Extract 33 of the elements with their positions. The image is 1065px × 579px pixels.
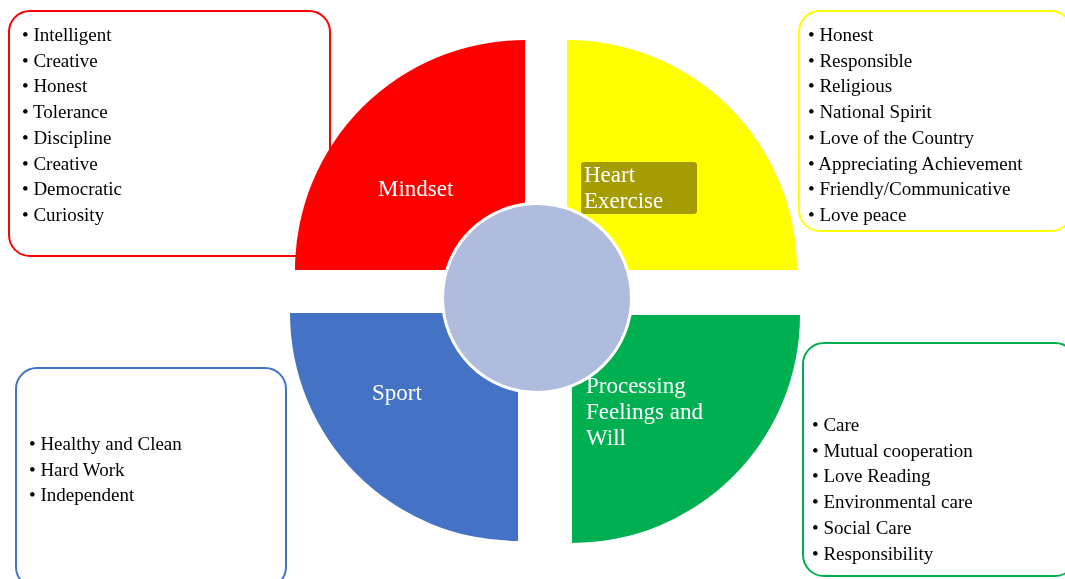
quadrant-label: Sport	[372, 380, 423, 406]
list-box	[15, 367, 287, 579]
bullet-item: • Curiosity	[22, 202, 105, 227]
bullet-item: • Love of the Country	[808, 125, 974, 150]
bullet-item: • Appreciating Achievement	[808, 151, 1023, 176]
list-box	[802, 342, 1065, 577]
bullet-item: • Independent	[29, 483, 135, 508]
bullet-item: • Love Reading	[812, 464, 931, 489]
bullet-item: • Healthy and Clean	[29, 432, 182, 456]
quadrant-label: Processing Feelings and Will	[586, 373, 704, 451]
bullet-item: • Responsibility	[812, 541, 934, 566]
bullet-item: • Friendly/Communicative	[808, 177, 1011, 202]
bullet-item: • Honest	[22, 74, 88, 99]
bullet-item: • Tolerance	[22, 100, 108, 125]
bullet-item: • Discipline	[22, 125, 112, 150]
bullet-item: • Democratic	[22, 177, 123, 202]
bullet-item: • Honest	[808, 23, 874, 47]
bullet-item: • Creative	[22, 48, 98, 73]
quadrant-label: Mindset	[378, 176, 455, 202]
bullet-item: • Care	[812, 413, 860, 437]
bullet-item: • Religious	[808, 74, 893, 99]
bullet-item: • Environmental care	[812, 490, 973, 515]
bullet-item: • Intelligent	[22, 23, 112, 47]
bullet-item: • Creative	[22, 151, 98, 176]
list-box	[8, 10, 331, 257]
bullet-item: • National Spirit	[808, 100, 932, 125]
bullet-item: • Hard Work	[29, 457, 125, 482]
bullet-item: • Mutual cooperation	[812, 438, 973, 463]
bullet-item: • Responsible	[808, 48, 913, 73]
list-box	[798, 10, 1065, 232]
quadrant-label: Heart Exercise	[581, 162, 697, 214]
bullet-item: • Social Care	[812, 515, 912, 540]
bullet-item: • Love peace	[808, 202, 907, 227]
